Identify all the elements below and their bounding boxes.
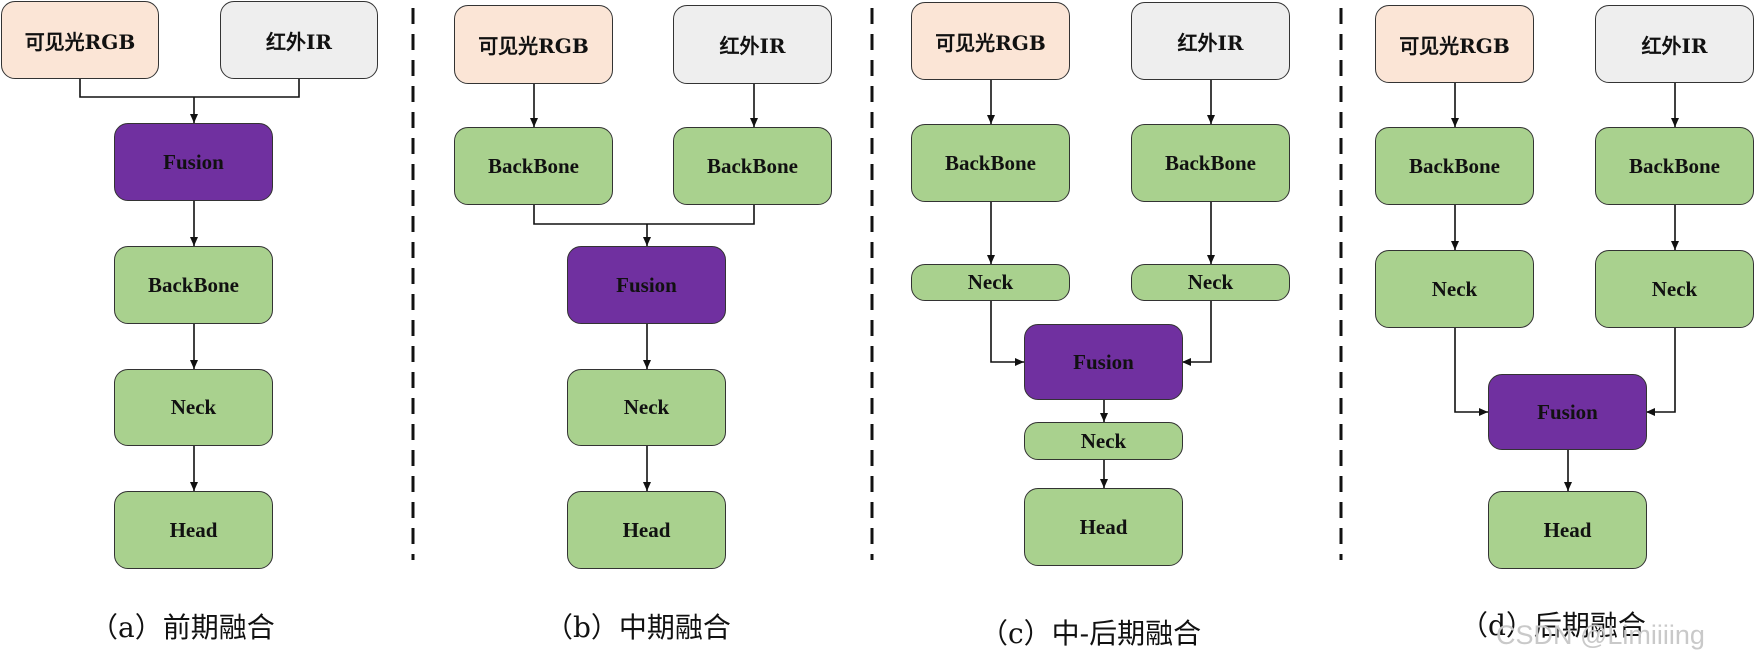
b-backbone-right: BackBone	[673, 127, 832, 205]
d-head-block: Head	[1488, 491, 1647, 569]
c-neck-right: Neck	[1131, 264, 1290, 301]
c-neck-left: Neck	[911, 264, 1070, 301]
b-backbone-right-wire	[647, 205, 755, 225]
caption-b: （b）中期融合	[545, 611, 731, 644]
caption-d: （d）后期融合	[1460, 609, 1646, 642]
d-arrow-neck-right-fusion	[1646, 328, 1676, 416]
d-neck-right: Neck	[1595, 250, 1754, 328]
b-ir-input: 红外IR	[673, 5, 832, 84]
a-rgb-wire	[79, 79, 194, 98]
a-rgb-input: 可见光RGB	[1, 1, 159, 79]
c-fusion-block: Fusion	[1024, 324, 1183, 400]
a-neck-block: Neck	[114, 369, 273, 446]
b-backbone-left: BackBone	[454, 127, 613, 205]
c-rgb-input: 可见光RGB	[911, 2, 1070, 80]
a-ir-input: 红外IR	[220, 1, 378, 79]
caption-c: （c）中-后期融合	[980, 617, 1202, 650]
c-neck-after-fusion: Neck	[1024, 422, 1183, 460]
b-head-block: Head	[567, 491, 726, 569]
d-backbone-right: BackBone	[1595, 127, 1754, 205]
c-backbone-left: BackBone	[911, 124, 1070, 202]
d-backbone-left: BackBone	[1375, 127, 1534, 205]
d-neck-left: Neck	[1375, 250, 1534, 328]
a-backbone-block: BackBone	[114, 246, 273, 324]
a-head-block: Head	[114, 491, 273, 569]
b-fusion-block: Fusion	[567, 246, 726, 324]
d-arrow-neck-left-fusion	[1454, 328, 1488, 416]
watermark: CSDN @Limiiiing	[1496, 620, 1705, 650]
c-arrow-neck-left-fusion	[990, 301, 1024, 366]
c-backbone-right: BackBone	[1131, 124, 1290, 202]
d-fusion-block: Fusion	[1488, 374, 1647, 450]
a-fusion-block: Fusion	[114, 123, 273, 201]
b-neck-block: Neck	[567, 369, 726, 446]
b-rgb-input: 可见光RGB	[454, 5, 613, 84]
b-backbone-left-wire	[533, 205, 647, 225]
d-ir-input: 红外IR	[1595, 5, 1754, 83]
c-arrow-neck-right-fusion	[1182, 301, 1212, 366]
d-rgb-input: 可见光RGB	[1375, 5, 1534, 83]
caption-a: （a）前期融合	[90, 611, 275, 644]
a-ir-wire	[194, 79, 300, 98]
c-ir-input: 红外IR	[1131, 2, 1290, 80]
c-head-block: Head	[1024, 488, 1183, 566]
